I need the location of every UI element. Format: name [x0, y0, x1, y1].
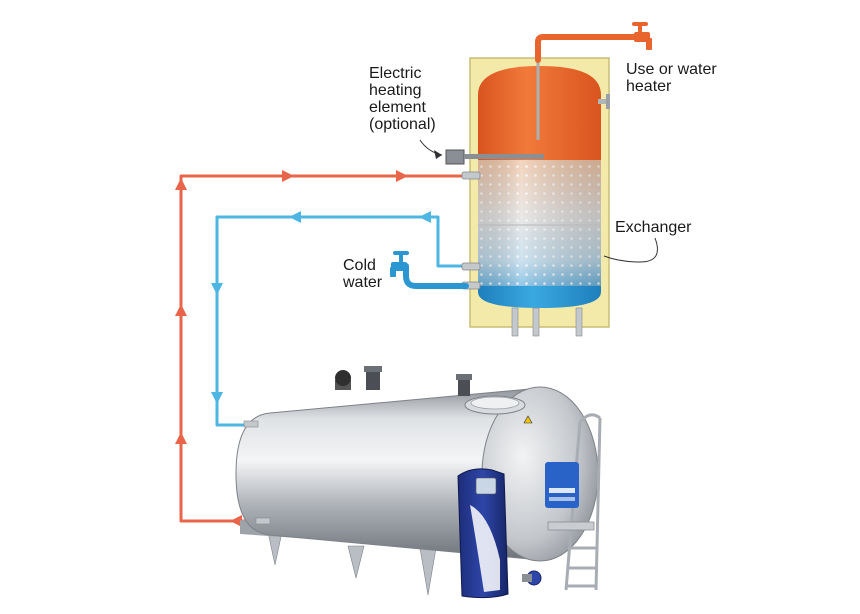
- cold-flow-arrows: [211, 211, 431, 404]
- flow-arrow-icon: [419, 211, 431, 223]
- heating-element-label-line: Electric: [369, 65, 422, 82]
- ladder: [564, 413, 602, 591]
- use-heater-label-line: heater: [626, 78, 672, 95]
- cold-water-label-line: Cold: [343, 257, 376, 274]
- flow-arrow-icon: [175, 432, 187, 444]
- flow-arrow-icon: [282, 170, 294, 182]
- tank-cold-section: [478, 286, 601, 308]
- cold-water-tap-icon: [390, 251, 409, 277]
- exchanger-label: Exchanger: [615, 219, 692, 236]
- cold-water-label: Cold water: [343, 257, 382, 291]
- hot-water-tap-icon: [632, 22, 652, 50]
- hot-pipe-top: [179, 174, 468, 523]
- tank-sticker: [545, 462, 579, 508]
- use-heater-label: Use or water heater: [626, 61, 717, 95]
- flow-arrow-icon: [289, 211, 301, 223]
- water-heater-tank: [445, 56, 610, 337]
- exchanger-leader: [603, 237, 658, 263]
- heating-element-leader: [419, 139, 443, 156]
- milk-cooling-tank: [235, 366, 602, 599]
- flow-arrow-icon: [211, 283, 223, 295]
- cold-inlet-pipe: [403, 263, 469, 289]
- flow-arrow-icon: [175, 304, 187, 316]
- flow-arrow-icon: [230, 515, 242, 527]
- heating-element-label-line: element: [369, 99, 426, 116]
- control-display: [475, 477, 497, 495]
- flow-arrow-icon: [211, 392, 223, 404]
- heating-element: [445, 149, 465, 165]
- heating-element-label: Electric heating element (optional): [369, 65, 436, 133]
- hot-flow-arrows: [175, 170, 408, 527]
- cold-water-label-line: water: [343, 274, 383, 291]
- flow-arrow-icon: [175, 178, 187, 190]
- flow-arrow-icon: [396, 170, 408, 182]
- cold-pipe: [215, 215, 468, 427]
- heating-element-label-line: (optional): [369, 116, 436, 133]
- hot-outlet-pipe: [535, 34, 639, 63]
- hot-water-loop: [179, 174, 468, 523]
- cold-water-loop: [215, 215, 468, 427]
- use-heater-label-line: Use or water: [626, 61, 717, 78]
- heating-element-label-line: heating: [369, 82, 422, 99]
